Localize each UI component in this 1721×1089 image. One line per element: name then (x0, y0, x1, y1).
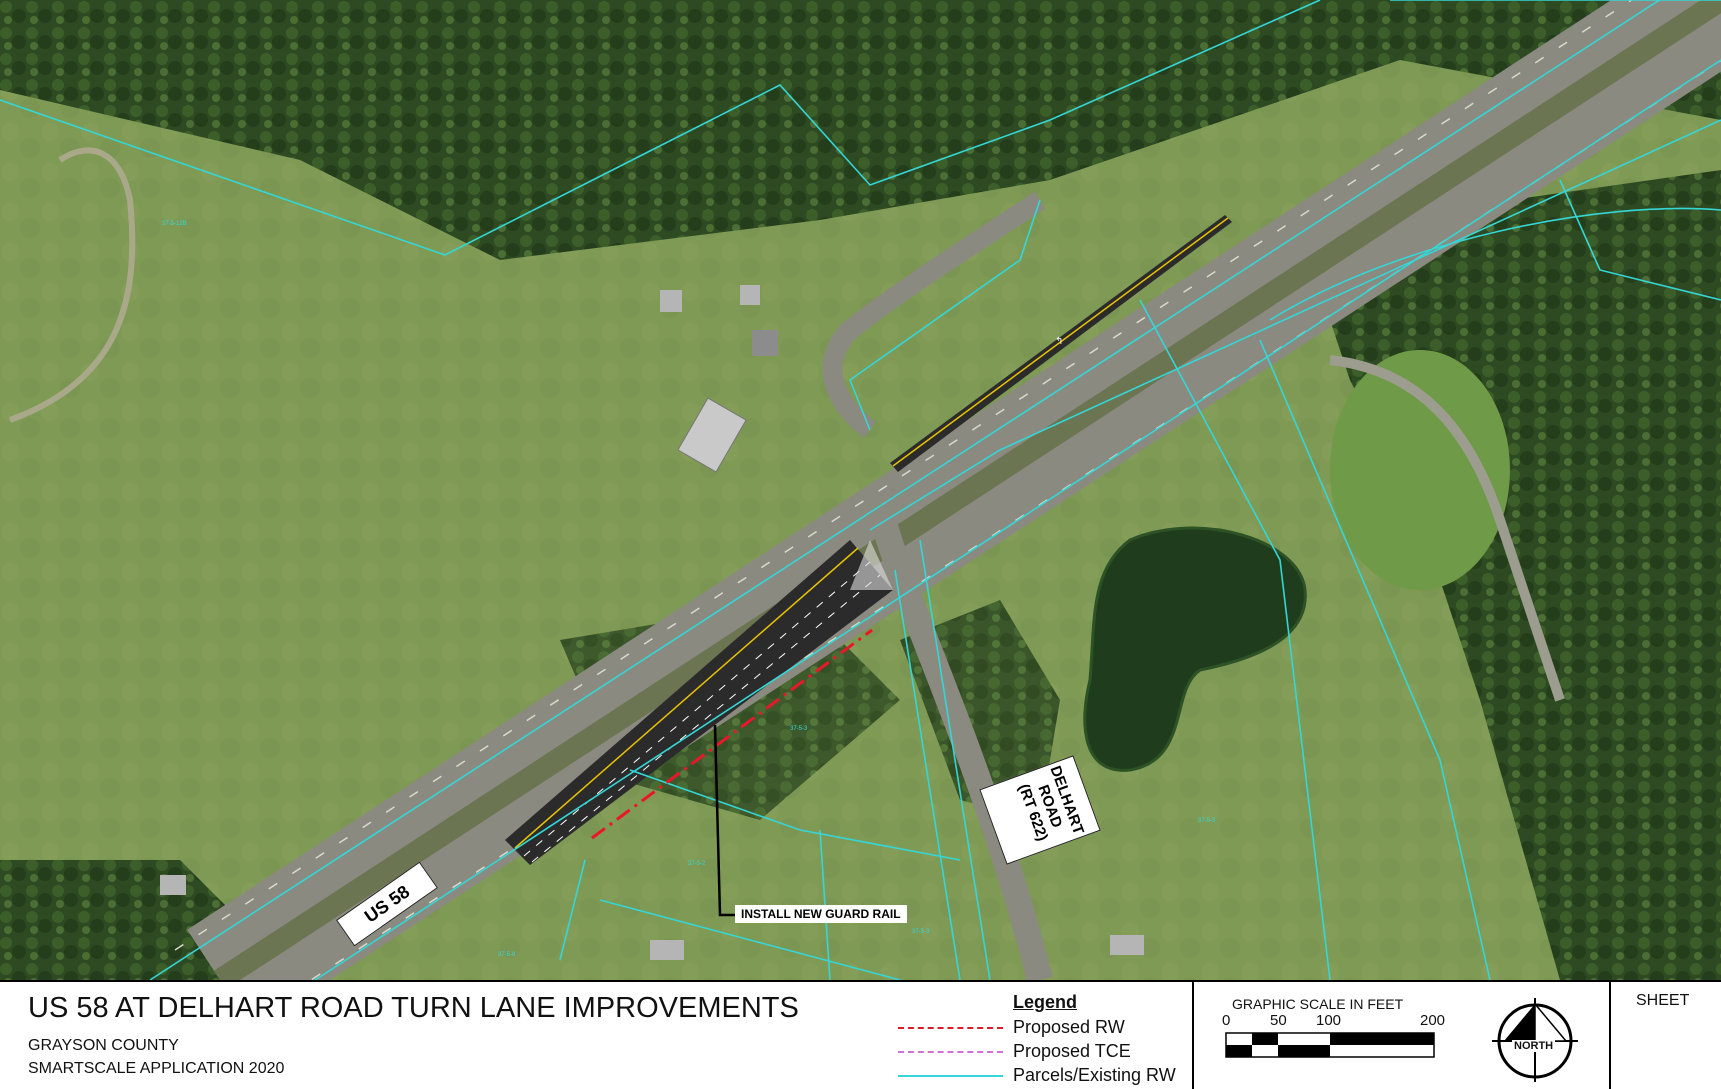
divider (1192, 982, 1194, 1089)
scale-tick: 200 (1420, 1012, 1446, 1029)
parcel-id: 37-5-3 (790, 726, 808, 732)
legend-swatch (898, 1051, 1003, 1053)
us58-median (213, 0, 1721, 980)
building (740, 285, 760, 305)
pond (1083, 526, 1307, 772)
building (1110, 935, 1144, 955)
parcel-id: 37-5-2 (688, 861, 706, 867)
north-arrow-icon (1492, 998, 1578, 1082)
scale-tick: 0 (1222, 1012, 1231, 1029)
legend-item-parcels: Parcels/Existing RW (898, 1064, 1188, 1086)
application-name: SMARTSCALE APPLICATION 2020 (28, 1060, 285, 1077)
legend-label: Proposed TCE (1013, 1041, 1131, 1061)
legend-label: Proposed RW (1013, 1017, 1125, 1037)
clearing (1330, 350, 1510, 590)
legend-item-proposed-rw: Proposed RW (898, 1016, 1188, 1038)
building (752, 330, 778, 356)
legend-swatch (898, 1027, 1003, 1029)
guardrail-annotation: INSTALL NEW GUARD RAIL (735, 905, 907, 923)
proposed-turn-lane-south (505, 540, 893, 865)
sheet-label: SHEET (1636, 992, 1690, 1009)
building (650, 940, 684, 960)
north-label: NORTH (1512, 1040, 1556, 1052)
driveway (1329, 355, 1565, 702)
building (660, 290, 682, 312)
aerial-plan-map: ↰ 3 (0, 0, 1721, 980)
parcel-id: 37-5-8 (498, 952, 516, 958)
divider (1609, 982, 1611, 1089)
title-block: US 58 AT DELHART ROAD TURN LANE IMPROVEM… (0, 980, 1721, 1089)
sheet-title: US 58 AT DELHART ROAD TURN LANE IMPROVEM… (28, 992, 799, 1024)
legend-label: Parcels/Existing RW (1013, 1065, 1176, 1085)
guardrail-leader (713, 724, 735, 917)
farm-track (8, 147, 136, 423)
scale-title: GRAPHIC SCALE IN FEET (1232, 996, 1404, 1012)
legend-item-proposed-tce: Proposed TCE (898, 1040, 1188, 1062)
county-name: GRAYSON COUNTY (28, 1037, 179, 1054)
parcel-id: 37-5-3 (912, 929, 930, 935)
scale-bar-graphic (1225, 1032, 1435, 1058)
proposed-rw-line (591, 628, 873, 840)
parcel-id: 37-5-12B (162, 221, 187, 227)
parcel-id: 37-5-3 (1198, 818, 1216, 824)
scale-tick: 100 (1316, 1012, 1342, 1029)
delhart-road (867, 506, 1053, 980)
scale-tick: 50 (1270, 1012, 1287, 1029)
svg-text:↰: ↰ (1055, 336, 1063, 347)
forest-north (0, 0, 1721, 260)
legend-heading: Legend (1013, 992, 1078, 1012)
building (160, 875, 186, 895)
building (677, 397, 747, 473)
side-road (822, 191, 1046, 438)
legend-swatch (898, 1075, 1003, 1077)
